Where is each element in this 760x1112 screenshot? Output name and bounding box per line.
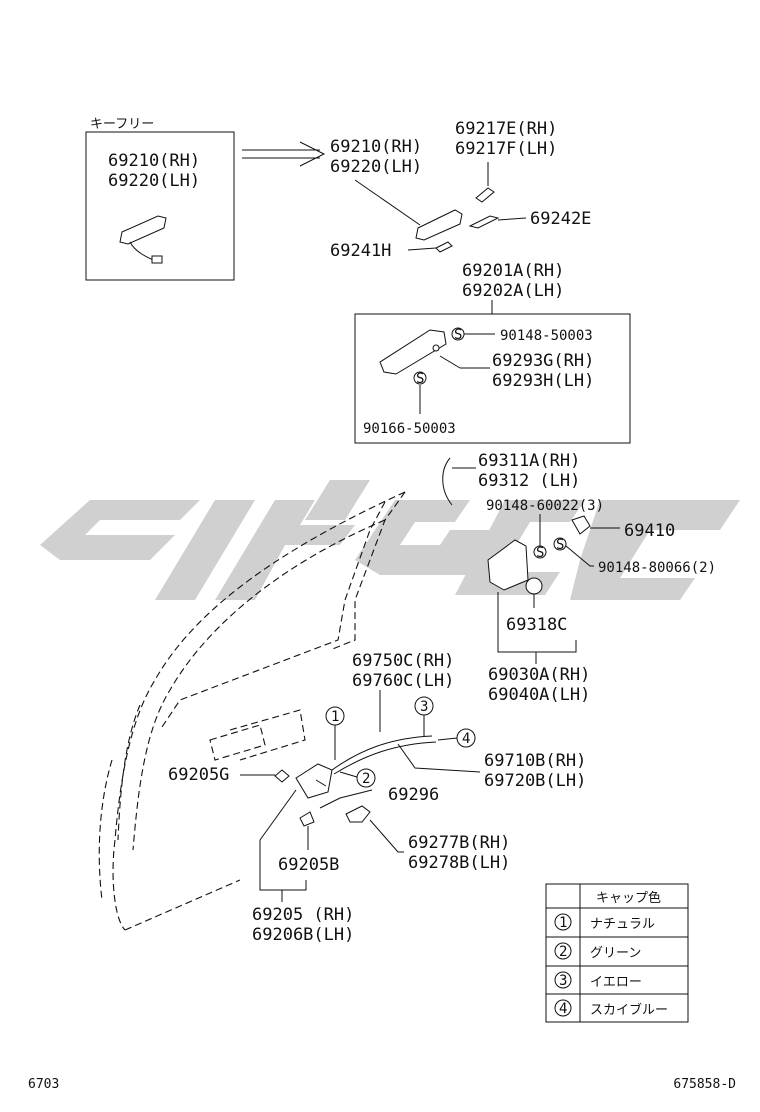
part-69205g: 69205G [168,765,229,785]
part-69242e: 69242E [530,209,591,229]
part-69201a-rh: 69201A(RH) [462,261,564,281]
watermark-logo [40,480,740,600]
part-69040a-lh: 69040A(LH) [488,685,590,705]
part-90148-60022: 90148-60022(3) [486,498,604,514]
part-69410: 69410 [624,521,675,541]
door-outline [98,491,406,931]
cap-row-2-color: グリーン [590,946,641,961]
part-69206b-lh: 69206B(LH) [252,925,354,945]
part-69293g-rh: 69293G(RH) [492,351,594,371]
callout-4: 4 [462,731,470,747]
cap-row-3-num: 3 [559,973,567,989]
keyfree-label: キーフリー [90,117,154,132]
cap-row-3-color: イエロー [590,975,642,990]
part-69241h: 69241H [330,241,391,261]
part-69220-lh-inset: 69220(LH) [108,171,200,191]
handle-frame-group: 69201A(RH) 69202A(LH) S 90148-50003 6929… [354,261,631,444]
part-69210-rh-inset: 69210(RH) [108,151,200,171]
outside-handle-group: 69210(RH) 69220(LH) 69217E(RH) 69217F(LH… [330,119,591,261]
door-lock-group: 69311A(RH) 69312 (LH) 90148-60022(3) S 6… [442,451,716,705]
part-69217f-lh: 69217F(LH) [455,139,557,159]
part-69318c: 69318C [506,615,567,635]
part-69217e-rh: 69217E(RH) [455,119,557,139]
part-69030a-rh: 69030A(RH) [488,665,590,685]
cap-row-2-num: 2 [559,944,567,960]
part-69293h-lh: 69293H(LH) [492,371,594,391]
part-69277b-rh: 69277B(RH) [408,833,510,853]
screw-symbol-2: S [416,371,424,387]
callout-3: 3 [420,699,428,715]
callout-1: 1 [331,709,339,725]
part-69311a-rh: 69311A(RH) [478,451,580,471]
screw-symbol-1: S [454,327,462,343]
keyfree-inset: キーフリー 69210(RH) 69220(LH) [85,117,326,281]
cable-group: 69750C(RH) 69760C(LH) 1 3 4 2 69710B(RH)… [325,651,586,791]
part-69720b-lh: 69720B(LH) [484,771,586,791]
part-69296: 69296 [388,785,439,805]
cap-color-table: キャップ色 1 ナチュラル 2 グリーン 3 イエロー 4 スカイブルー [545,883,689,1023]
footer-diagram-code: 675858-D [673,1077,736,1092]
cap-table-header: キャップ色 [596,890,661,906]
callout-2: 2 [362,771,370,787]
arrow-head [299,141,326,167]
cap-row-1-num: 1 [559,915,567,931]
footer-page-number: 6703 [28,1077,60,1092]
part-69750c-rh: 69750C(RH) [352,651,454,671]
screw-symbol-4: S [556,537,564,553]
part-69202a-lh: 69202A(LH) [462,281,564,301]
part-90166-50003: 90166-50003 [363,421,456,437]
part-90148-50003: 90148-50003 [500,328,593,344]
screw-symbol-3: S [536,545,544,561]
part-69710b-rh: 69710B(RH) [484,751,586,771]
part-69205-rh: 69205 (RH) [252,905,354,925]
part-69220-lh: 69220(LH) [330,157,422,177]
part-69278b-lh: 69278B(LH) [408,853,510,873]
part-69312-lh: 69312 (LH) [478,471,580,491]
part-69210-rh: 69210(RH) [330,137,422,157]
part-69205b: 69205B [278,855,339,875]
cap-row-4-color: スカイブルー [590,1002,668,1018]
cap-row-1-color: ナチュラル [590,917,655,932]
part-90148-80066: 90148-80066(2) [598,560,716,576]
part-69760c-lh: 69760C(LH) [352,671,454,691]
cap-row-4-num: 4 [559,1001,567,1017]
inside-handle-group: 69205G 69296 69277B(RH) 69278B(LH) 69205… [168,763,510,945]
